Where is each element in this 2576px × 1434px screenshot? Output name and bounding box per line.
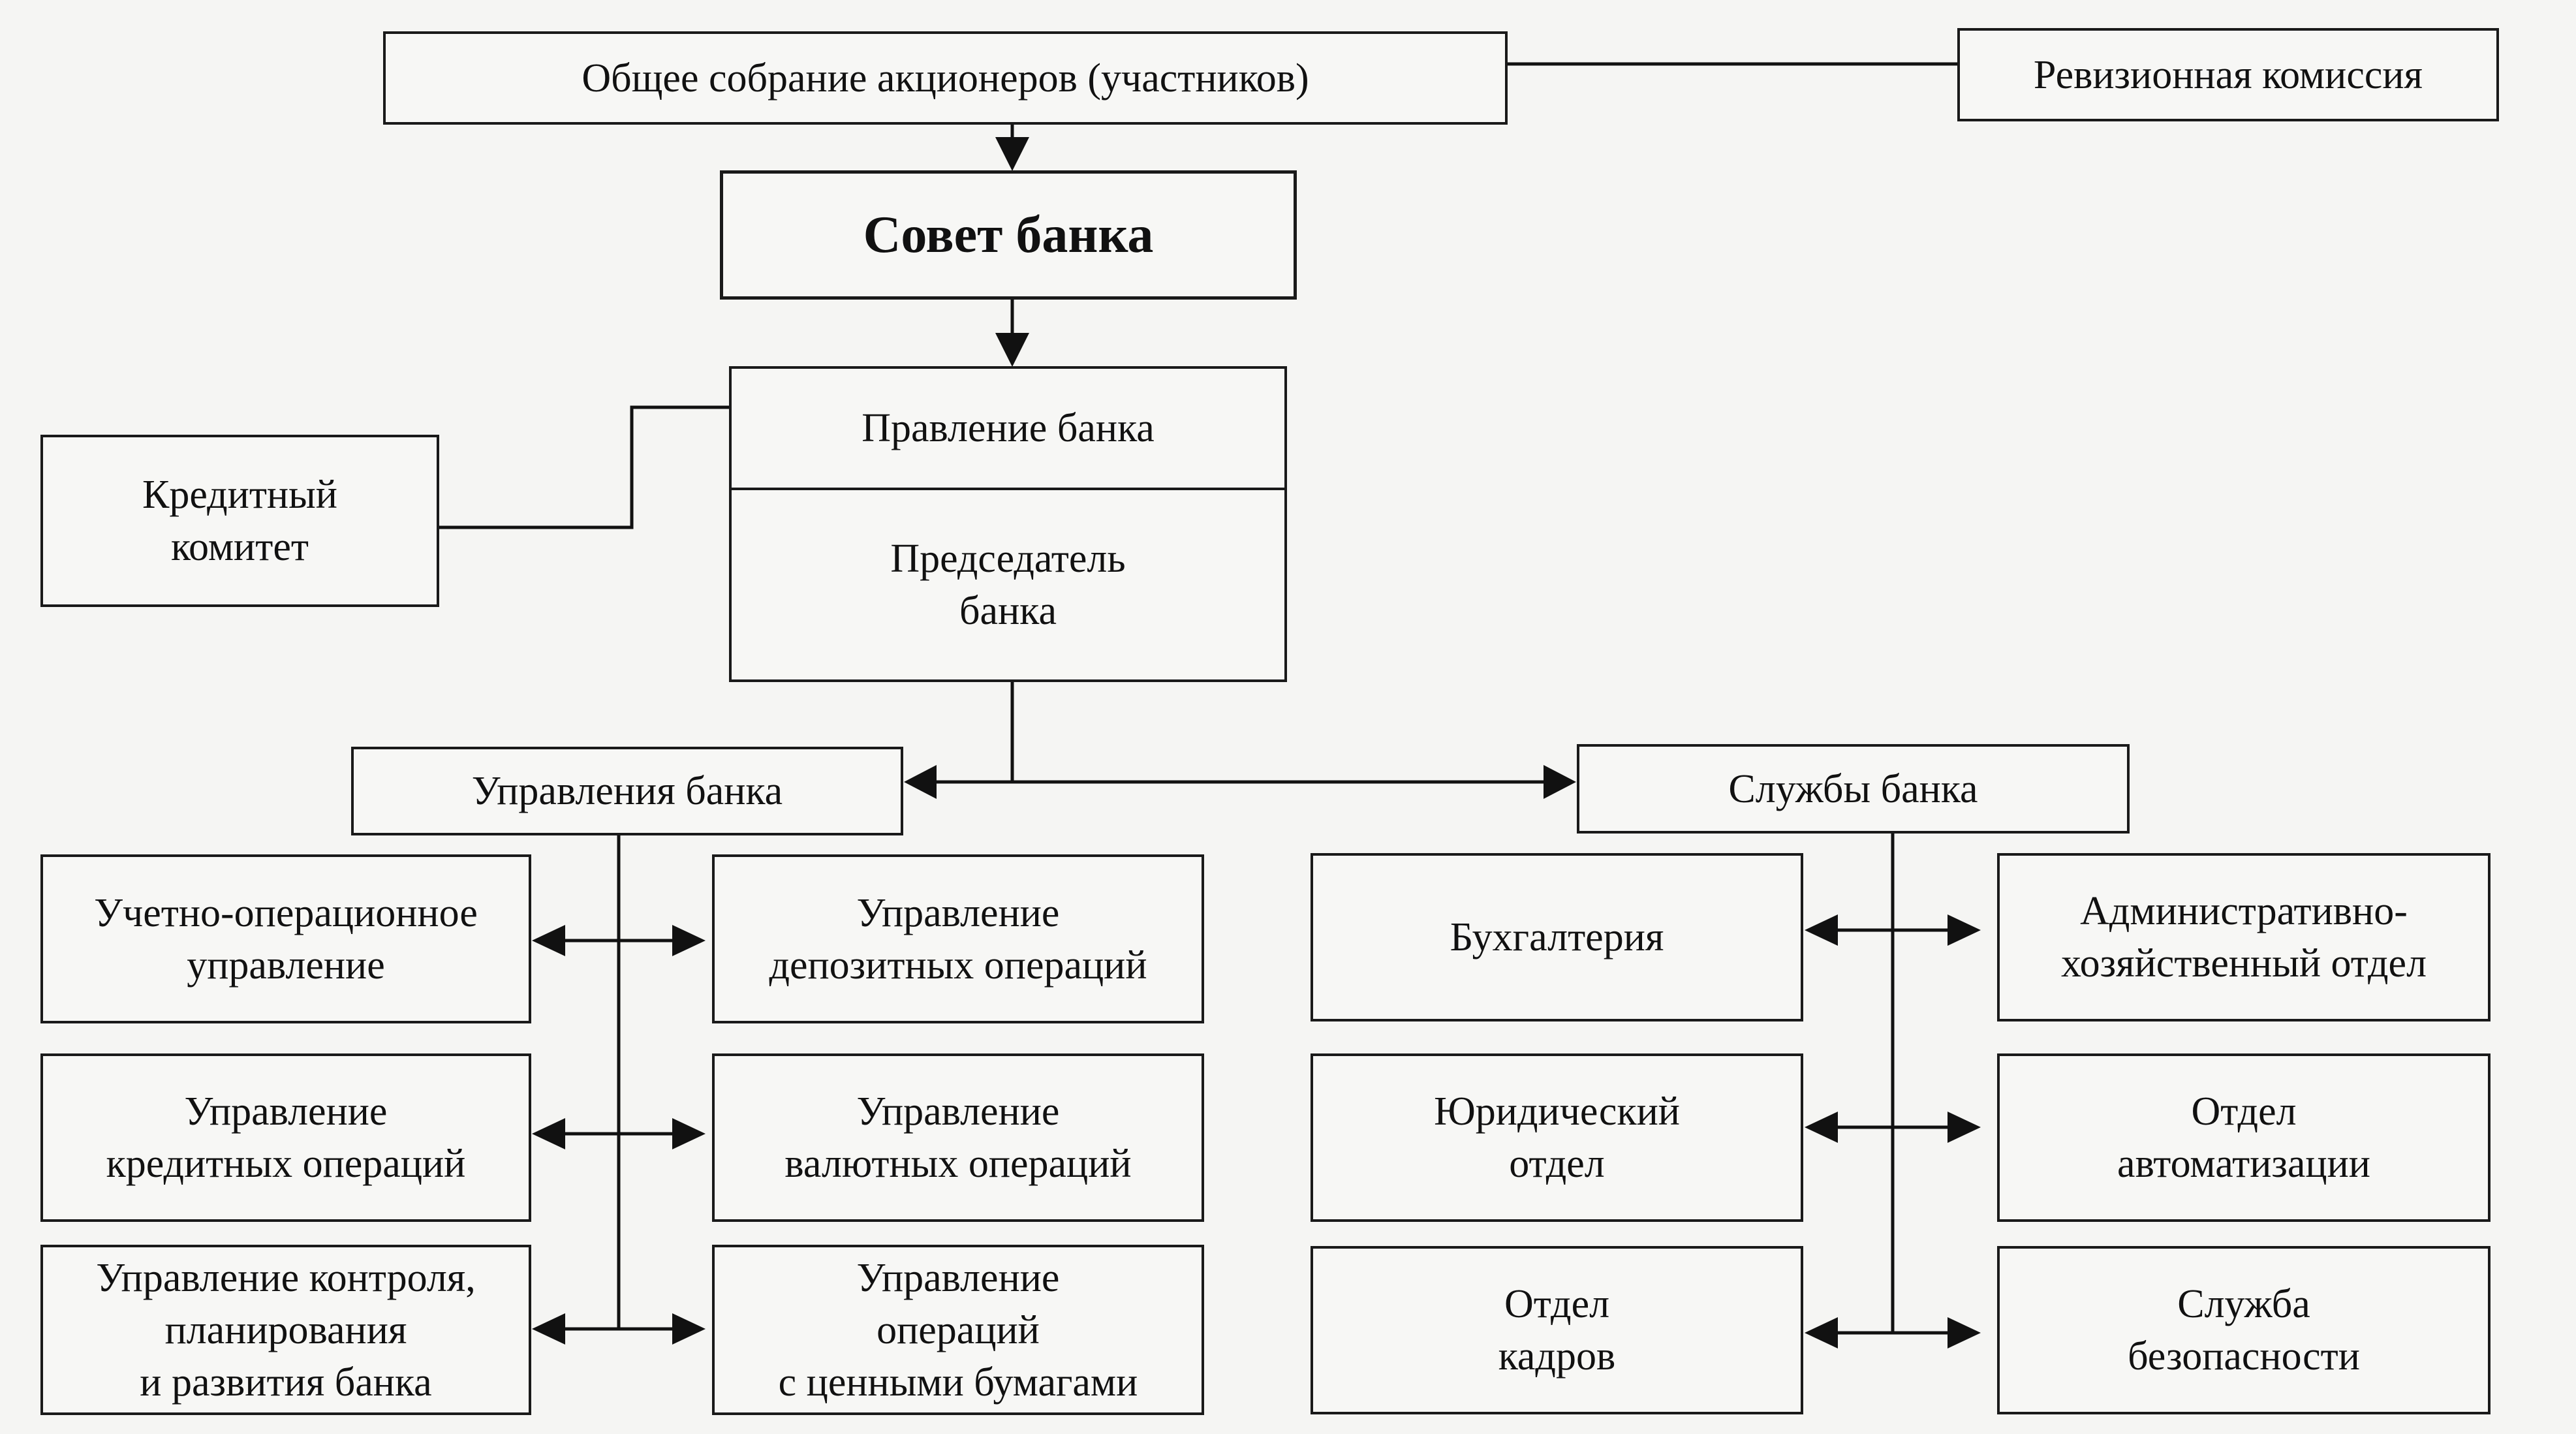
svc-legal-box: Юридический отдел: [1311, 1053, 1803, 1222]
dept-credit-operations-box: Управление кредитных операций: [40, 1053, 531, 1222]
arrowhead: [1948, 1317, 1981, 1348]
arrowhead: [1948, 914, 1981, 946]
arrowhead: [1805, 914, 1838, 946]
svc-accounting-box: Бухгалтерия: [1311, 853, 1803, 1021]
chairman-label: Председатель банка: [890, 537, 1126, 633]
audit-commission-box: Ревизионная комиссия: [1957, 28, 2499, 121]
credit-committee-link: [437, 405, 730, 529]
dept-accounting-operations-box: Учетно-операционное управление: [40, 854, 531, 1023]
services-header-box: Службы банка: [1577, 744, 2130, 834]
dept-deposit-operations-box: Управление депозитных операций: [712, 854, 1204, 1023]
svc-hr-box: Отдел кадров: [1311, 1246, 1803, 1414]
arrowhead: [672, 925, 706, 956]
arrowhead: [904, 765, 937, 799]
assembly-box: Общее собрание акционеров (участников): [383, 31, 1508, 125]
dept-control-planning-box: Управление контроля, планирования и разв…: [40, 1245, 531, 1415]
arrowhead: [672, 1313, 706, 1345]
arrowhead: [1544, 765, 1576, 799]
svc-security-box: Служба безопасности: [1997, 1246, 2491, 1414]
board-chairman-box: Правление банка Председатель банка: [729, 366, 1287, 682]
arrowhead: [1805, 1317, 1838, 1348]
arrowhead: [532, 925, 565, 956]
arrowhead: [672, 1118, 706, 1149]
svc-admin-box: Административно- хозяйственный отдел: [1997, 853, 2491, 1021]
arrowhead: [532, 1313, 565, 1345]
arrowhead: [532, 1118, 565, 1149]
arrowhead: [995, 137, 1029, 171]
board-label: Правление банка: [732, 369, 1284, 490]
svc-automation-box: Отдел автоматизации: [1997, 1053, 2491, 1222]
arrowhead: [995, 333, 1029, 367]
departments-header-box: Управления банка: [351, 747, 903, 835]
bank-council-box: Совет банка: [720, 170, 1297, 300]
arrowhead: [1805, 1112, 1838, 1143]
dept-currency-operations-box: Управление валютных операций: [712, 1053, 1204, 1222]
dept-securities-operations-box: Управление операций с ценными бумагами: [712, 1245, 1204, 1415]
credit-committee-box: Кредитный комитет: [40, 435, 439, 607]
arrowhead: [1948, 1112, 1981, 1143]
